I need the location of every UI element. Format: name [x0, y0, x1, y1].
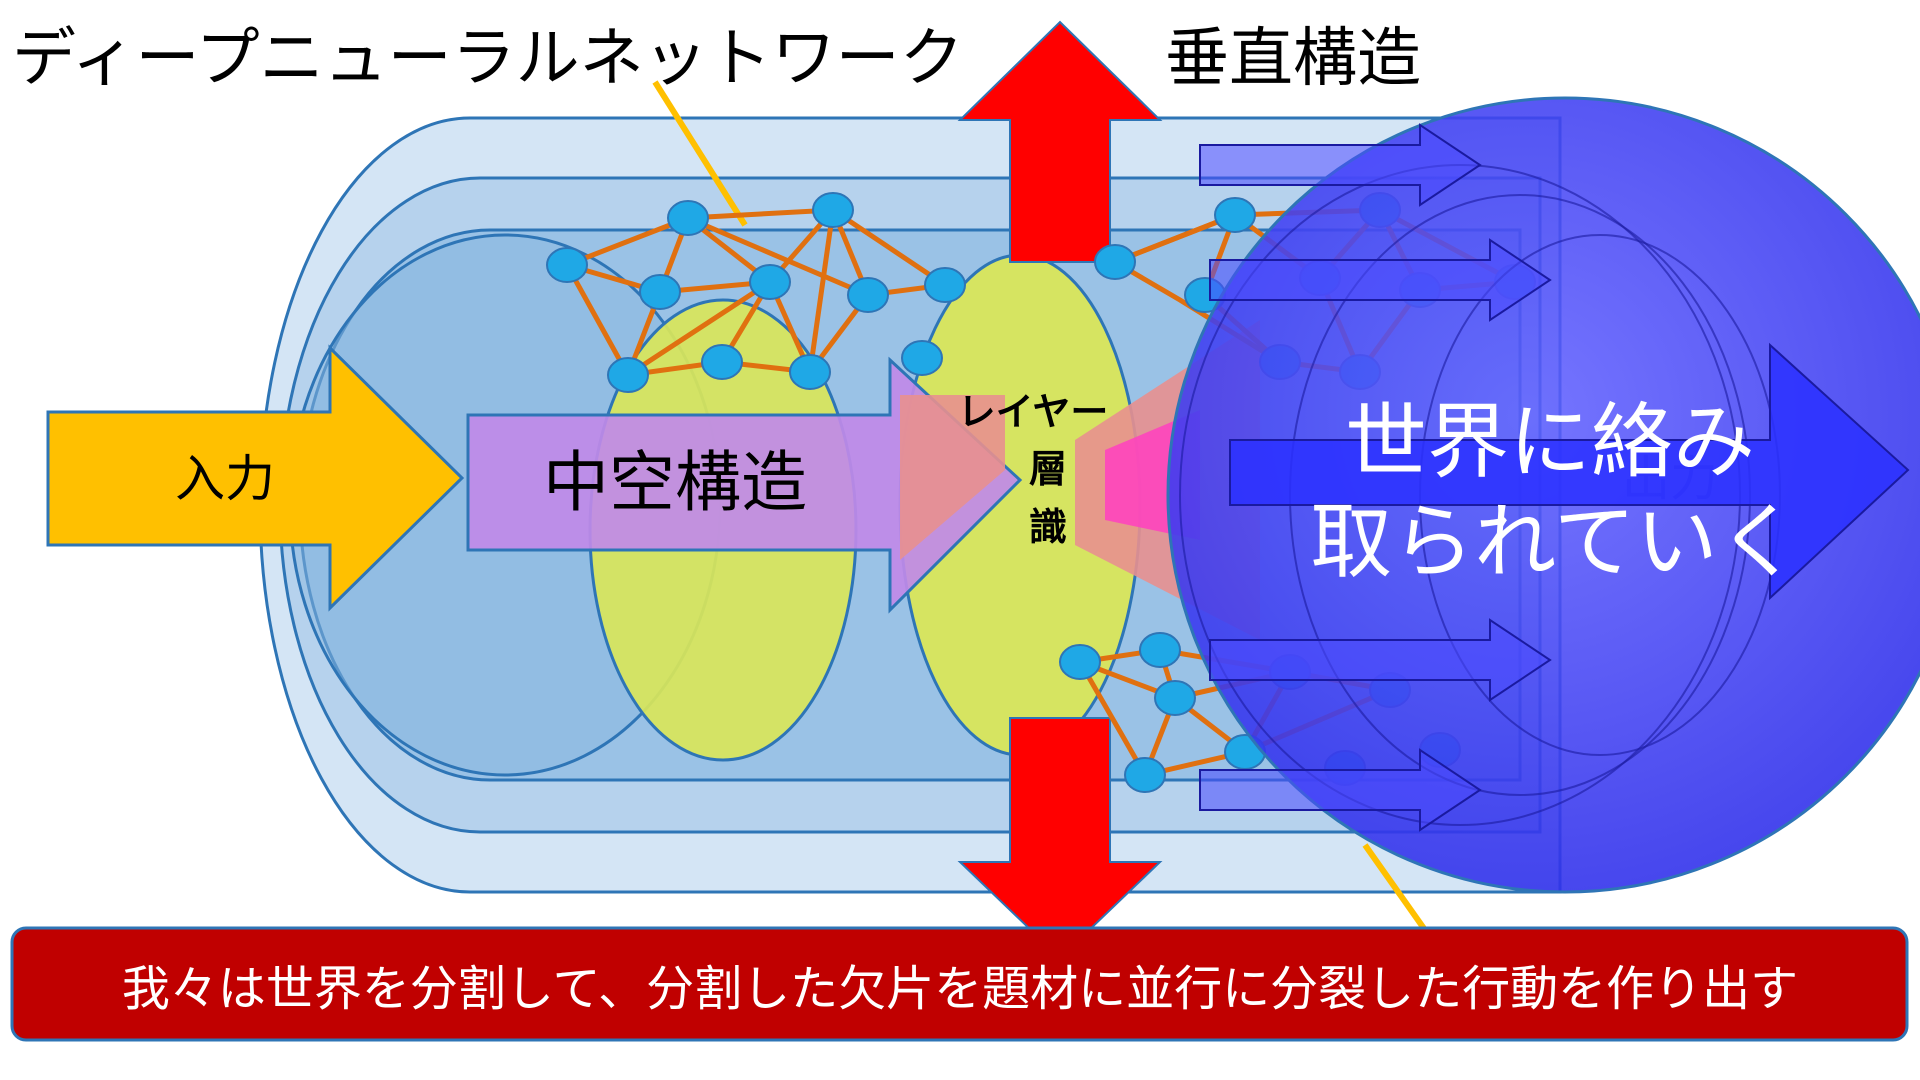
- bottom-banner: 我々は世界を分割して、分割した欠片を題材に並行に分裂した行動を作り出す: [10, 926, 1909, 1042]
- layer-label-1: レイヤー: [958, 390, 1109, 434]
- network-pointer: [652, 80, 748, 227]
- node: [667, 200, 709, 236]
- node: [924, 267, 966, 303]
- banner-box: [10, 926, 1909, 1042]
- node: [1124, 757, 1166, 793]
- node: [1139, 632, 1181, 668]
- banner-text: 我々は世界を分割して、分割した欠片を題材に並行に分裂した行動を作り出す: [122, 961, 1798, 1017]
- input-label: 入力: [175, 450, 275, 508]
- world-label-2: 取られていく: [1310, 495, 1800, 590]
- node: [639, 274, 681, 310]
- node: [1059, 644, 1101, 680]
- node: [701, 344, 743, 380]
- layer-label-3: 識: [1029, 505, 1067, 549]
- network-title: ディープニューラルネットワーク: [12, 22, 964, 96]
- node: [546, 247, 588, 283]
- input-arrow: [46, 344, 465, 612]
- out-arrow: [1209, 618, 1552, 702]
- bottom-pointer: [1362, 843, 1428, 932]
- out-arrow: [1199, 123, 1482, 207]
- node: [1154, 680, 1196, 716]
- node: [789, 354, 831, 390]
- hollow-label: 中空構造: [543, 444, 807, 521]
- world-label-1: 世界に絡み: [1345, 395, 1755, 490]
- node: [1214, 197, 1256, 233]
- outgoing-arrows: [1199, 123, 1910, 832]
- node: [607, 357, 649, 393]
- out-arrow: [1229, 342, 1910, 601]
- node: [749, 264, 791, 300]
- pink-arrow: [900, 395, 1005, 560]
- vertical-title: 垂直構造: [1165, 22, 1421, 96]
- hollow-arrow: [466, 356, 1023, 614]
- node: [1094, 244, 1136, 280]
- down-arrow: [957, 717, 1163, 960]
- out-arrow: [1209, 238, 1552, 322]
- nodes-top-left: [546, 192, 966, 393]
- node: [812, 192, 854, 228]
- node: [847, 277, 889, 313]
- world-sphere: 世界に絡み 取られていく: [1166, 96, 1920, 894]
- node: [901, 340, 943, 376]
- out-arrow: [1199, 748, 1482, 832]
- layer-label-2: 層: [1029, 447, 1067, 491]
- up-arrow: [957, 20, 1163, 263]
